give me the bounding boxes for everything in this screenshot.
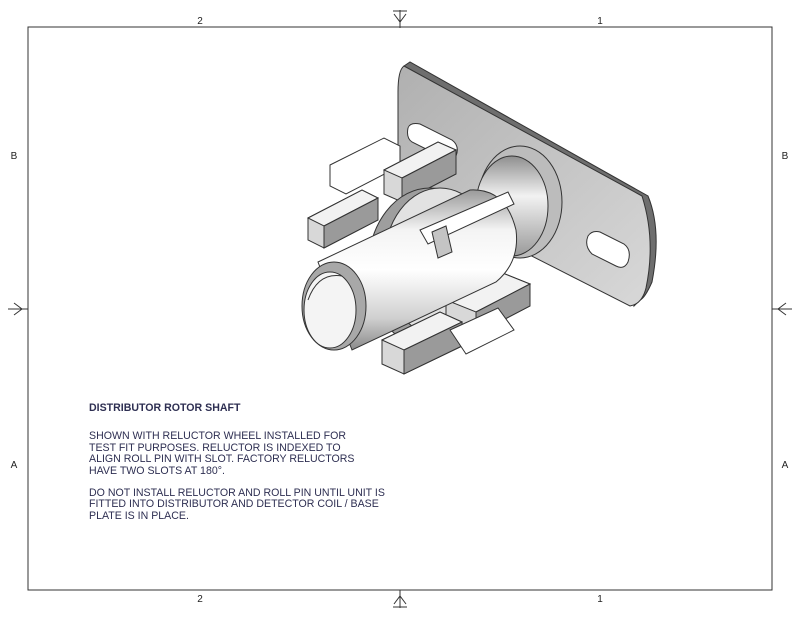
zone-label-bottom-col1: 1: [597, 594, 603, 605]
zone-label-right-rowB: B: [782, 151, 789, 162]
plate-slot-lower: [586, 231, 630, 268]
notes-line: PLATE IS IN PLACE.: [89, 509, 189, 522]
notes-line: SHOWN WITH RELUCTOR WHEEL INSTALLED FOR: [89, 430, 347, 443]
shaft-end-inner: [303, 271, 357, 349]
roll-pin: [431, 225, 453, 259]
notes-paragraph-1: SHOWN WITH RELUCTOR WHEEL INSTALLED FOR …: [89, 430, 469, 477]
drawing-notes: DISTRIBUTOR ROTOR SHAFT SHOWN WITH RELUC…: [89, 402, 469, 533]
zone-label-right-rowA: A: [782, 460, 789, 471]
centering-mark-left: [8, 302, 28, 316]
zone-label-left-rowA: A: [11, 460, 18, 471]
zone-label-top-col1: 1: [597, 16, 603, 27]
notes-line: HAVE TWO SLOTS AT 180°.: [89, 464, 225, 477]
centering-mark-right: [772, 302, 792, 316]
notes-line: ALIGN ROLL PIN WITH SLOT. FACTORY RELUCT…: [89, 453, 355, 466]
notes-title: DISTRIBUTOR ROTOR SHAFT: [89, 402, 241, 414]
centering-mark-top: [393, 10, 407, 28]
zone-label-top-col2: 2: [197, 16, 203, 27]
notes-line: FITTED INTO DISTRIBUTOR AND DETECTOR COI…: [89, 498, 379, 511]
zone-label-left-rowB: B: [11, 151, 18, 162]
zone-label-bottom-col2: 2: [197, 594, 203, 605]
notes-paragraph-2: DO NOT INSTALL RELUCTOR AND ROLL PIN UNT…: [89, 487, 469, 522]
reluctor-tooth-lower-right: [449, 307, 515, 355]
centering-mark-bottom: [393, 590, 407, 608]
rotor-shaft: [317, 189, 518, 351]
notes-line: TEST FIT PURPOSES. RELUCTOR IS INDEXED T…: [89, 441, 341, 454]
rotor-shaft-illustration: [301, 61, 657, 375]
notes-line: DO NOT INSTALL RELUCTOR AND ROLL PIN UNT…: [89, 487, 385, 500]
